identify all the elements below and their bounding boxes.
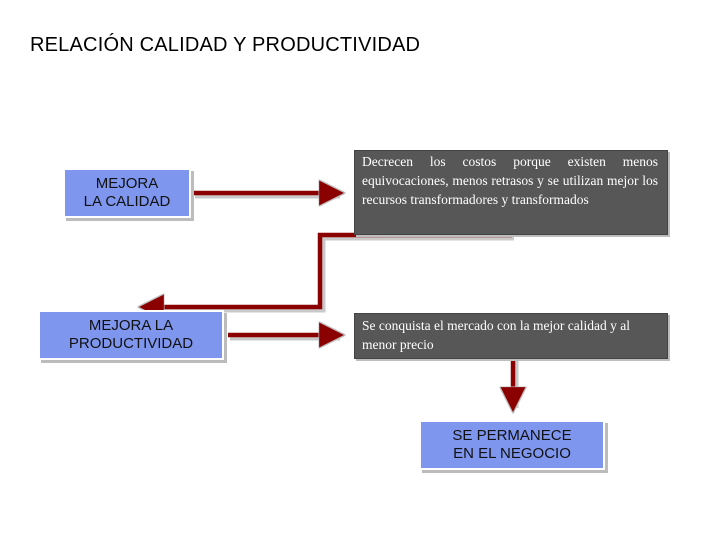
mejora-productividad-box: MEJORA LA PRODUCTIVIDAD xyxy=(38,310,224,360)
mejora-calidad-box: MEJORA LA CALIDAD xyxy=(63,168,191,218)
conquista-mercado-box: Se conquista el mercado con la mejor cal… xyxy=(354,313,668,359)
page-title: RELACIÓN CALIDAD Y PRODUCTIVIDAD xyxy=(30,34,421,56)
decrecen-costos-box: Decrecen los costos porque existen menos… xyxy=(354,150,668,235)
arrow-costos-to-productividad xyxy=(142,232,512,307)
permanece-negocio-box: SE PERMANECE EN EL NEGOCIO xyxy=(419,420,605,470)
